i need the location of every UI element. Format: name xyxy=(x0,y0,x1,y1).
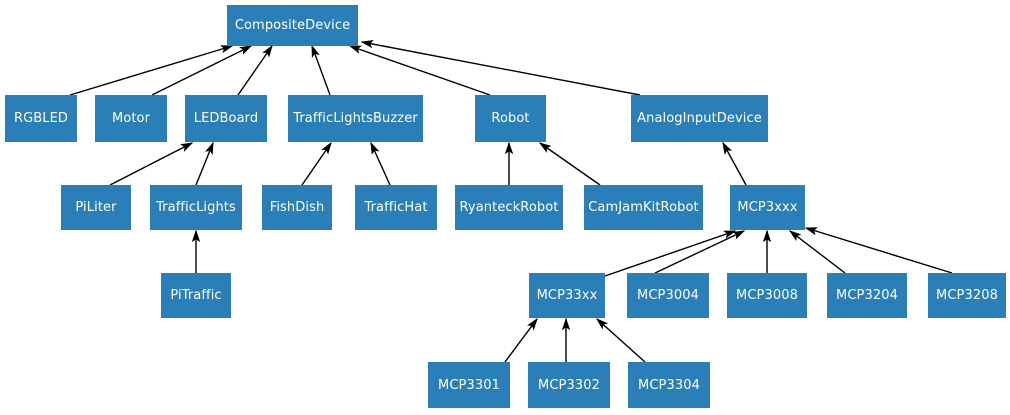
class-node-label: MCP3302 xyxy=(538,377,600,393)
class-node-mcp3302[interactable]: MCP3302 xyxy=(528,362,610,408)
class-node-robot[interactable]: Robot xyxy=(475,95,546,142)
class-node-traffichat[interactable]: TrafficHat xyxy=(355,185,437,230)
inheritance-edge-trafficlights-to-ledboard xyxy=(195,141,214,186)
inheritance-edge-ledboard-to-compositedevice xyxy=(237,44,273,96)
class-node-label: RyanteckRobot xyxy=(459,200,559,215)
inheritance-edge-camjamkitrobot-to-robot xyxy=(538,142,601,186)
class-node-label: MCP3208 xyxy=(936,288,998,303)
class-node-label: TrafficLightsBuzzer xyxy=(293,111,418,126)
class-node-label: Motor xyxy=(111,111,151,126)
class-node-label: MCP33xx xyxy=(536,288,598,303)
class-node-ledboard[interactable]: LEDBoard xyxy=(185,95,267,142)
class-node-label: Robot xyxy=(491,111,530,126)
class-node-label: RGBLED xyxy=(13,111,69,126)
class-node-label: LEDBoard xyxy=(193,111,259,126)
class-node-label: PiTraffic xyxy=(170,288,222,303)
class-node-label: TrafficLights xyxy=(156,200,236,215)
class-node-ryanteckrobot[interactable]: RyanteckRobot xyxy=(455,185,563,230)
class-node-label: MCP3304 xyxy=(638,377,700,393)
inheritance-edge-motor-to-compositedevice xyxy=(151,45,253,96)
class-node-fishdish[interactable]: FishDish xyxy=(262,185,332,230)
inheritance-edge-rgbled-to-compositedevice xyxy=(69,45,234,96)
inheritance-edge-mcp3204-to-mcp3xxx xyxy=(788,230,846,274)
inheritance-edge-mcp3xxx-to-analoginputdevice xyxy=(722,141,747,186)
inheritance-edge-piliter-to-ledboard xyxy=(109,142,194,186)
inheritance-edge-fishdish-to-trafficlightsbuzzer xyxy=(301,141,332,186)
inheritance-edge-robot-to-compositedevice xyxy=(348,45,491,96)
inheritance-edge-mcp3304-to-mcp33xx xyxy=(595,318,646,363)
class-node-label: MCP3204 xyxy=(836,288,898,303)
class-node-label: AnalogInputDevice xyxy=(637,111,762,126)
class-node-piliter[interactable]: PiLiter xyxy=(61,185,131,230)
inheritance-edge-traffichat-to-trafficlightsbuzzer xyxy=(370,141,391,186)
class-node-mcp3004[interactable]: MCP3004 xyxy=(627,273,709,318)
class-node-label: TrafficHat xyxy=(364,200,428,215)
class-node-label: MCP3xxx xyxy=(737,200,798,215)
class-node-rgbled[interactable]: RGBLED xyxy=(5,95,77,142)
class-node-label: FishDish xyxy=(269,200,325,215)
class-node-analoginputdevice[interactable]: AnalogInputDevice xyxy=(631,95,768,142)
class-node-mcp3301[interactable]: MCP3301 xyxy=(428,362,510,408)
inheritance-edge-trafficlightsbuzzer-to-compositedevice xyxy=(311,44,331,96)
class-node-label: PiLiter xyxy=(75,200,117,215)
class-node-mcp3304[interactable]: MCP3304 xyxy=(628,362,710,408)
class-node-pitraffic[interactable]: PiTraffic xyxy=(161,273,231,318)
class-node-trafficlights[interactable]: TrafficLights xyxy=(150,185,242,230)
class-node-camjamkitrobot[interactable]: CamJamKitRobot xyxy=(584,185,703,230)
class-node-label: MCP3008 xyxy=(736,288,798,303)
class-node-mcp33xx[interactable]: MCP33xx xyxy=(529,273,605,318)
inheritance-edge-mcp3208-to-mcp3xxx xyxy=(804,227,953,274)
inheritance-edge-mcp3004-to-mcp3xxx xyxy=(654,230,746,274)
class-node-label: MCP3004 xyxy=(637,288,699,303)
class-node-mcp3208[interactable]: MCP3208 xyxy=(928,273,1006,318)
class-node-label: MCP3301 xyxy=(438,377,500,393)
class-node-mcp3xxx[interactable]: MCP3xxx xyxy=(730,185,805,230)
inheritance-edge-mcp3301-to-mcp33xx xyxy=(504,317,538,363)
class-node-mcp3008[interactable]: MCP3008 xyxy=(727,273,807,318)
inheritance-edge-mcp33xx-to-mcp3xxx xyxy=(604,230,737,277)
class-node-label: CamJamKitRobot xyxy=(588,200,699,215)
inheritance-edge-analoginputdevice-to-compositedevice xyxy=(360,39,641,96)
class-node-label: CompositeDevice xyxy=(234,18,351,33)
class-node-compositedevice[interactable]: CompositeDevice xyxy=(227,5,358,46)
class-node-motor[interactable]: Motor xyxy=(95,95,167,142)
class-node-mcp3204[interactable]: MCP3204 xyxy=(827,273,907,318)
class-node-trafficlightsbuzzer[interactable]: TrafficLightsBuzzer xyxy=(288,95,423,142)
